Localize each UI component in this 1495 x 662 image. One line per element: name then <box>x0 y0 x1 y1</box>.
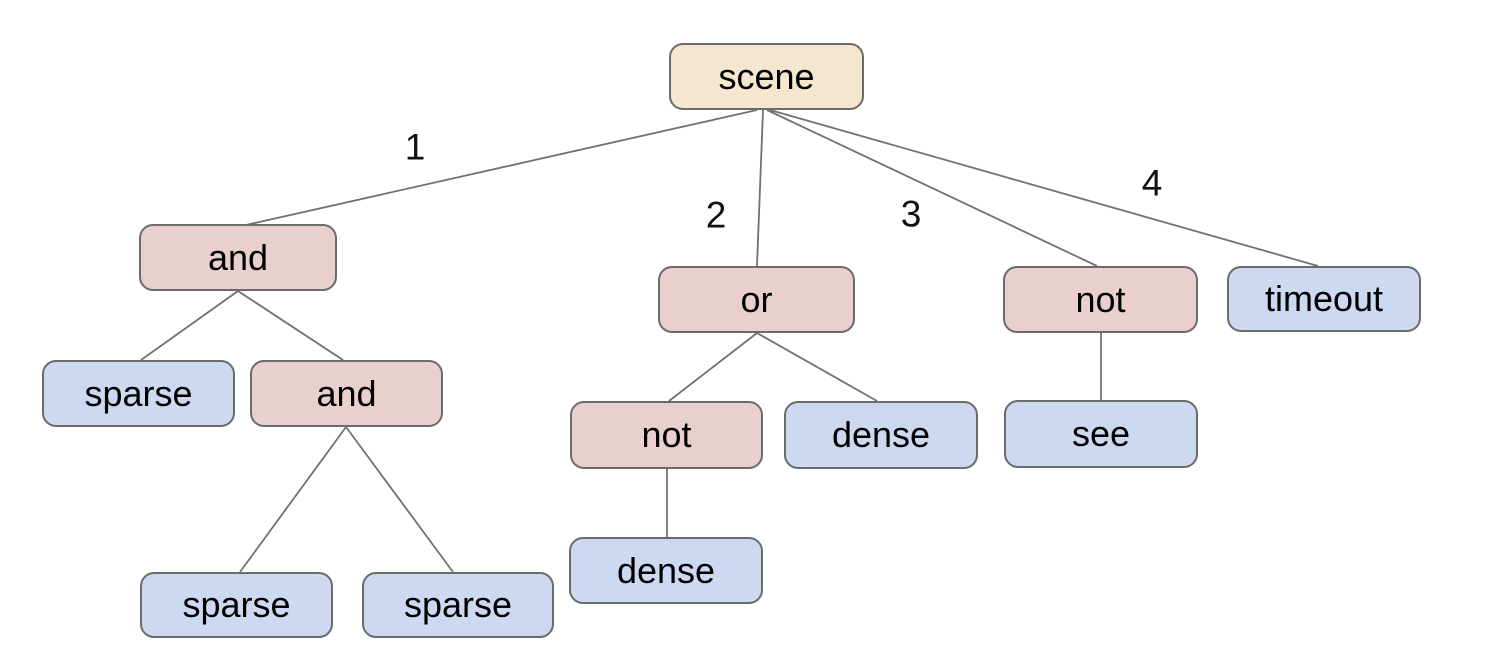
edge-label-3: 3 <box>900 193 922 235</box>
tree-node-not1: not <box>1003 266 1198 333</box>
tree-node-sparse2: sparse <box>140 572 333 638</box>
tree-node-label: sparse <box>182 584 291 625</box>
edge-label-1: 1 <box>404 126 426 168</box>
edge-and2-sparse3 <box>345 426 454 573</box>
tree-node-label: or <box>740 278 773 320</box>
edge-or1-not2 <box>668 332 758 402</box>
edge-scene-timeout <box>769 109 1319 267</box>
tree-node-label: dense <box>616 549 716 591</box>
tree-node-label: and <box>207 236 269 278</box>
edge-scene-not1 <box>766 109 1098 267</box>
edge-and1-and2 <box>237 290 344 361</box>
tree-node-label: see <box>1071 413 1131 454</box>
tree-node-dense2: dense <box>569 537 763 604</box>
tree-node-label: not <box>641 414 692 455</box>
tree-node-label: dense <box>831 414 931 455</box>
edge-scene-and1 <box>245 109 758 226</box>
tree-node-see: see <box>1004 400 1198 468</box>
edge-and1-sparse1 <box>140 290 239 361</box>
tree-node-label: sparse <box>84 372 193 414</box>
tree-node-and1: and <box>139 224 337 291</box>
tree-node-label: not <box>1075 278 1126 320</box>
tree-node-label: scene <box>718 55 815 97</box>
edge-or1-dense1 <box>756 332 878 402</box>
edge-label-4: 4 <box>1141 162 1163 204</box>
tree-node-scene: scene <box>669 43 864 110</box>
tree-node-label: timeout <box>1264 278 1384 319</box>
tree-node-dense1: dense <box>784 401 978 469</box>
tree-node-label: sparse <box>403 584 513 625</box>
tree-node-sparse1: sparse <box>42 360 235 427</box>
tree-node-timeout: timeout <box>1227 266 1421 332</box>
edge-scene-or1 <box>756 109 764 267</box>
edge-and2-sparse2 <box>239 426 347 573</box>
tree-node-or1: or <box>658 266 855 333</box>
tree-node-sparse3: sparse <box>362 572 554 638</box>
tree-node-not2: not <box>570 401 763 469</box>
tree-node-label: and <box>316 372 377 414</box>
tree-node-and2: and <box>250 360 443 427</box>
edge-label-2: 2 <box>705 194 727 236</box>
